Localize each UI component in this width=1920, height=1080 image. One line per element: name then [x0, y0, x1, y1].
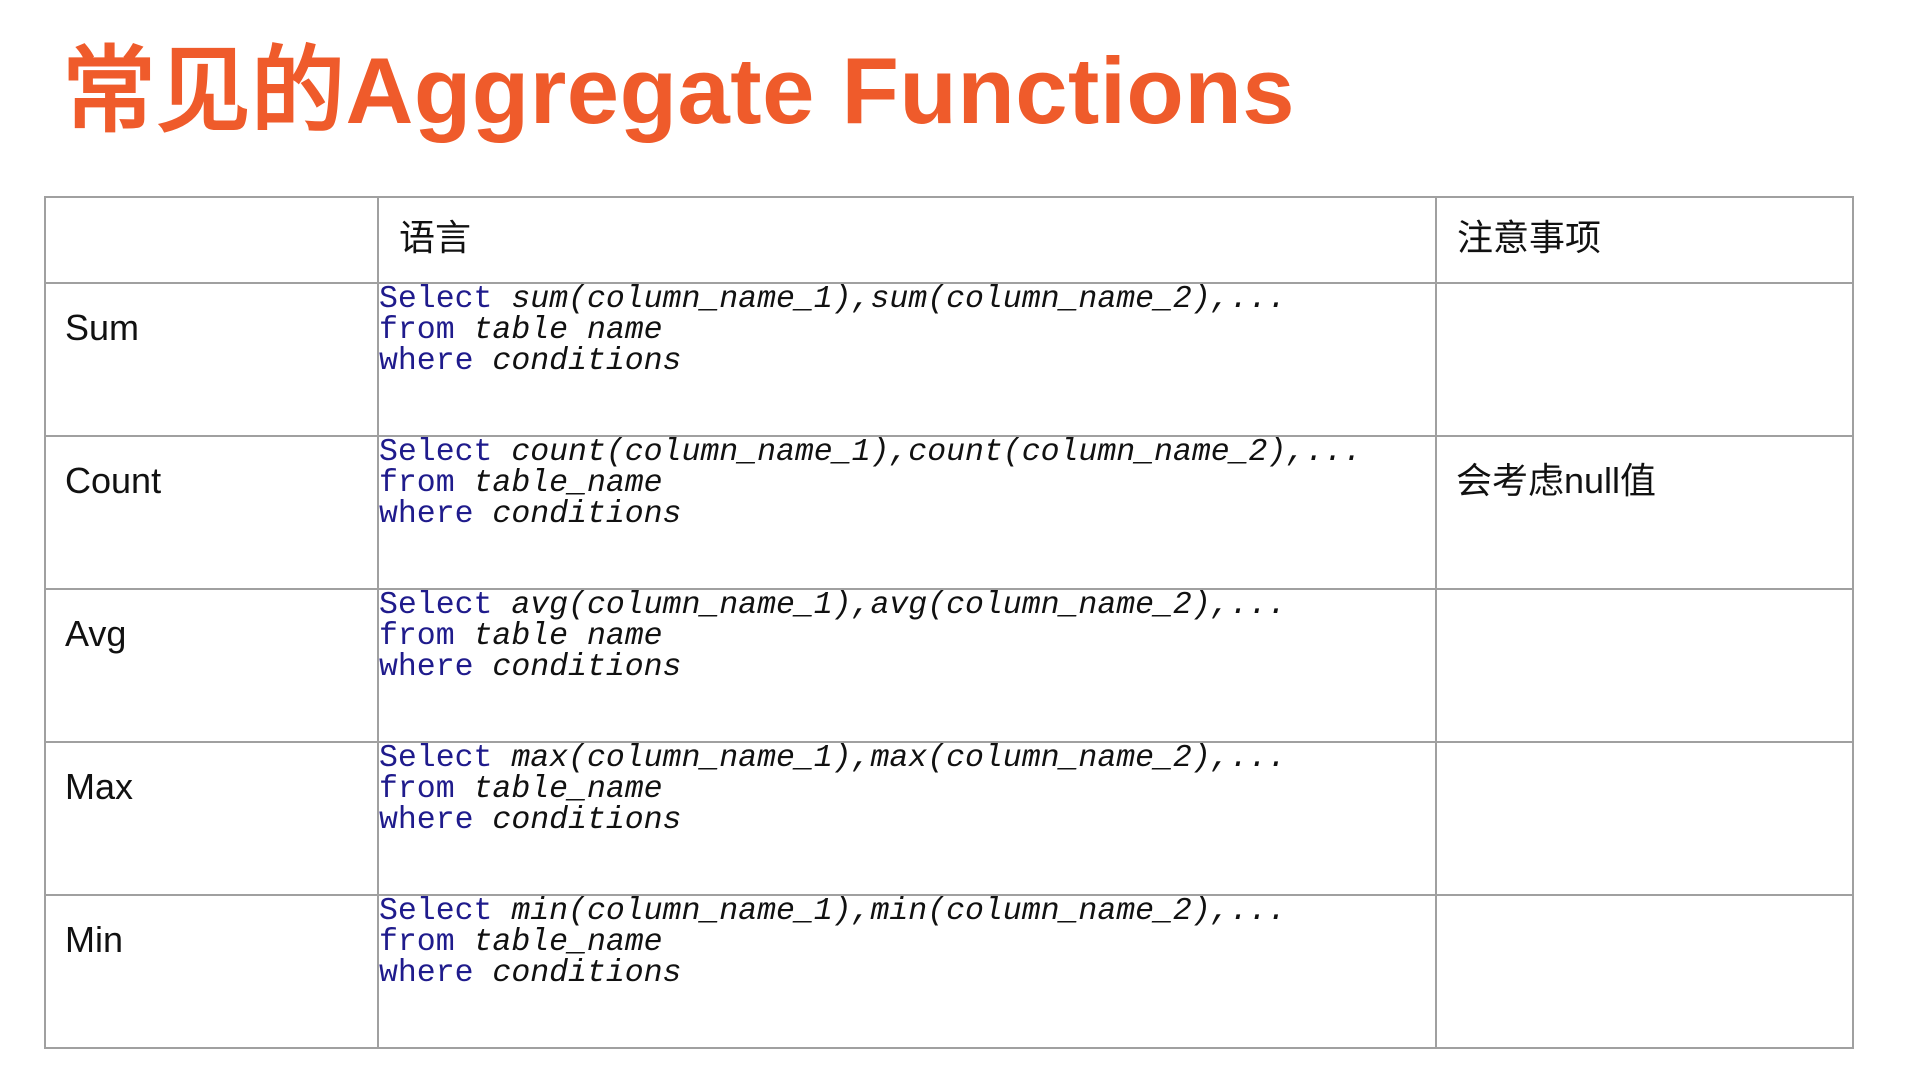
code-cell: Select max(column_name_1),max(column_nam…	[377, 741, 1437, 896]
code-line-from: from table_name	[379, 466, 1435, 501]
table-row-max: Max Select max(column_name_1),max(column…	[44, 741, 1854, 896]
table-row-avg: Avg Select avg(column_name_1),avg(column…	[44, 588, 1854, 743]
sql-argument: conditions	[492, 344, 682, 379]
code-line-select: Select avg(column_name_1),avg(column_nam…	[379, 588, 1435, 623]
function-name: Min	[65, 919, 124, 960]
sql-keyword: Select	[379, 741, 493, 776]
sql-argument: max(column_name_1),max(column_name_2),..…	[511, 741, 1287, 776]
sql-argument: conditions	[492, 956, 682, 991]
sql-keyword: where	[379, 497, 474, 532]
sql-argument: conditions	[492, 650, 682, 685]
sql-keyword: where	[379, 956, 474, 991]
header-cell-language: 语言	[377, 196, 1437, 284]
code-line-where: where conditions	[379, 803, 1435, 838]
sql-argument: table name	[473, 619, 663, 654]
note-text: 会考虑null值	[1456, 460, 1657, 501]
code-line-from: from table_name	[379, 925, 1435, 960]
sql-keyword: where	[379, 344, 474, 379]
code-line-from: from table name	[379, 313, 1435, 348]
table-header-row: 语言 注意事项	[44, 196, 1854, 284]
note-cell	[1435, 588, 1854, 743]
code-line-select: Select min(column_name_1),min(column_nam…	[379, 894, 1435, 929]
function-cell: Avg	[44, 588, 379, 743]
code-cell: Select count(column_name_1),count(column…	[377, 435, 1437, 590]
code-line-where: where conditions	[379, 650, 1435, 685]
table-row-sum: Sum Select sum(column_name_1),sum(column…	[44, 282, 1854, 437]
sql-argument: count(column_name_1),count(column_name_2…	[511, 435, 1362, 470]
note-cell	[1435, 741, 1854, 896]
sql-argument: avg(column_name_1),avg(column_name_2),..…	[511, 588, 1287, 623]
code-cell: Select avg(column_name_1),avg(column_nam…	[377, 588, 1437, 743]
header-label-function	[46, 198, 377, 218]
note-cell: 会考虑null值	[1435, 435, 1854, 590]
sql-argument: sum(column_name_1),sum(column_name_2),..…	[511, 282, 1287, 317]
header-label-notes: 注意事项	[1457, 217, 1602, 258]
slide-title: 常见的Aggregate Functions	[62, 38, 1296, 143]
note-cell	[1435, 894, 1854, 1049]
sql-argument: min(column_name_1),min(column_name_2),..…	[511, 894, 1287, 929]
code-cell: Select min(column_name_1),min(column_nam…	[377, 894, 1437, 1049]
sql-keyword: Select	[379, 588, 493, 623]
sql-keyword: Select	[379, 282, 493, 317]
sql-argument: conditions	[492, 497, 682, 532]
code-line-where: where conditions	[379, 497, 1435, 532]
sql-keyword: Select	[379, 894, 493, 929]
header-label-language: 语言	[399, 217, 472, 258]
note-cell	[1435, 282, 1854, 437]
code-line-where: where conditions	[379, 344, 1435, 379]
function-cell: Count	[44, 435, 379, 590]
header-cell-notes: 注意事项	[1435, 196, 1854, 284]
sql-argument: table_name	[473, 772, 663, 807]
sql-argument: table_name	[473, 466, 663, 501]
function-cell: Max	[44, 741, 379, 896]
function-cell: Sum	[44, 282, 379, 437]
sql-argument: table_name	[473, 925, 663, 960]
function-name: Max	[65, 766, 134, 807]
header-cell-function	[44, 196, 379, 284]
code-cell: Select sum(column_name_1),sum(column_nam…	[377, 282, 1437, 437]
note-text	[1437, 896, 1852, 920]
code-line-select: Select sum(column_name_1),sum(column_nam…	[379, 282, 1435, 317]
note-text	[1437, 590, 1852, 614]
sql-keyword: Select	[379, 435, 493, 470]
table-row-min: Min Select min(column_name_1),min(column…	[44, 894, 1854, 1049]
function-name: Count	[65, 460, 162, 501]
code-line-from: from table name	[379, 619, 1435, 654]
aggregate-functions-table: 语言 注意事项 Sum Select sum(column_name_1),su…	[44, 196, 1854, 1049]
function-cell: Min	[44, 894, 379, 1049]
function-name: Sum	[65, 307, 140, 348]
sql-keyword: from	[379, 772, 455, 807]
function-name: Avg	[65, 613, 127, 654]
sql-argument: table name	[473, 313, 663, 348]
sql-keyword: from	[379, 925, 455, 960]
code-line-select: Select max(column_name_1),max(column_nam…	[379, 741, 1435, 776]
sql-keyword: where	[379, 803, 474, 838]
sql-keyword: from	[379, 313, 455, 348]
code-line-from: from table_name	[379, 772, 1435, 807]
code-line-select: Select count(column_name_1),count(column…	[379, 435, 1435, 470]
sql-keyword: from	[379, 619, 455, 654]
note-text	[1437, 743, 1852, 767]
code-line-where: where conditions	[379, 956, 1435, 991]
table-row-count: Count Select count(column_name_1),count(…	[44, 435, 1854, 590]
note-text	[1437, 284, 1852, 308]
sql-keyword: from	[379, 466, 455, 501]
sql-keyword: where	[379, 650, 474, 685]
sql-argument: conditions	[492, 803, 682, 838]
